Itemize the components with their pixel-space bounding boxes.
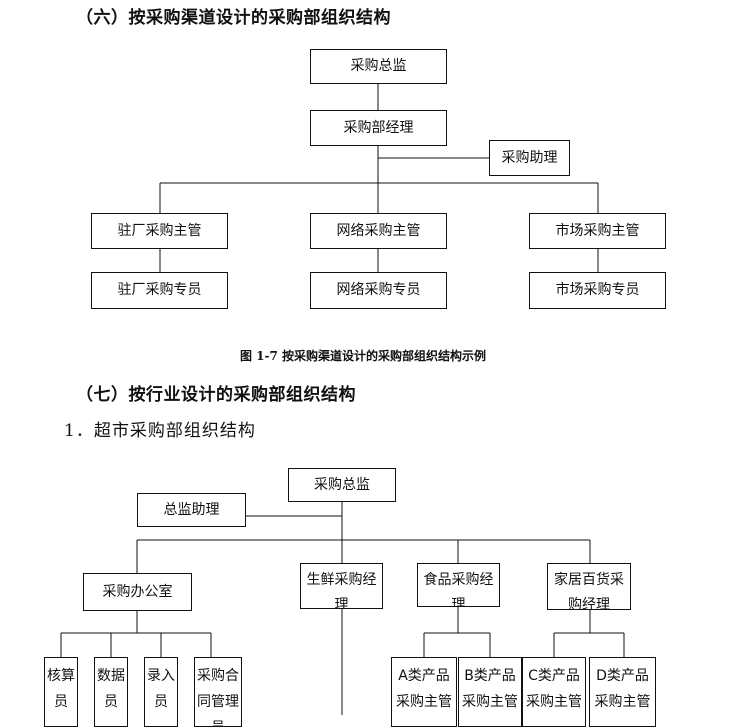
node-network-supervisor: 网络采购主管: [310, 213, 447, 249]
node-director-assistant: 总监助理: [137, 493, 246, 527]
node-data-clerk: 数据员: [94, 657, 128, 727]
node-contract-admin: 采购合同管理员: [194, 657, 242, 727]
section-6-heading: （六）按采购渠道设计的采购部组织结构: [76, 8, 391, 28]
node-food-manager: 食品采购经理: [417, 563, 500, 607]
node-category-d-supervisor: D类产品采购主管: [589, 657, 656, 727]
node-procurement-director: 采购总监: [310, 49, 447, 84]
node-factory-specialist: 驻厂采购专员: [91, 272, 228, 309]
node-category-b-supervisor: B类产品采购主管: [458, 657, 522, 727]
node-category-c-supervisor: C类产品采购主管: [522, 657, 586, 727]
node-entry-clerk: 录入员: [144, 657, 178, 727]
section-7-heading: （七）按行业设计的采购部组织结构: [76, 385, 356, 405]
figure-caption: 图 1-7 按采购渠道设计的采购部组织结构示例: [240, 349, 487, 363]
node-home-goods-manager: 家居百货采购经理: [547, 563, 631, 610]
node-category-a-supervisor: A类产品采购主管: [391, 657, 457, 727]
node-market-supervisor: 市场采购主管: [529, 213, 666, 249]
node-factory-supervisor: 驻厂采购主管: [91, 213, 228, 249]
node-market-specialist: 市场采购专员: [529, 272, 666, 309]
node-network-specialist: 网络采购专员: [310, 272, 447, 309]
node-accountant: 核算员: [44, 657, 78, 727]
section-7-subheading: 1．超市采购部组织结构: [64, 421, 256, 441]
node-procurement-office: 采购办公室: [83, 573, 192, 611]
node-procurement-manager: 采购部经理: [310, 110, 447, 146]
node-fresh-manager: 生鲜采购经理: [300, 563, 383, 609]
node-procurement-assistant: 采购助理: [489, 140, 570, 176]
node-supermarket-director: 采购总监: [288, 468, 396, 502]
